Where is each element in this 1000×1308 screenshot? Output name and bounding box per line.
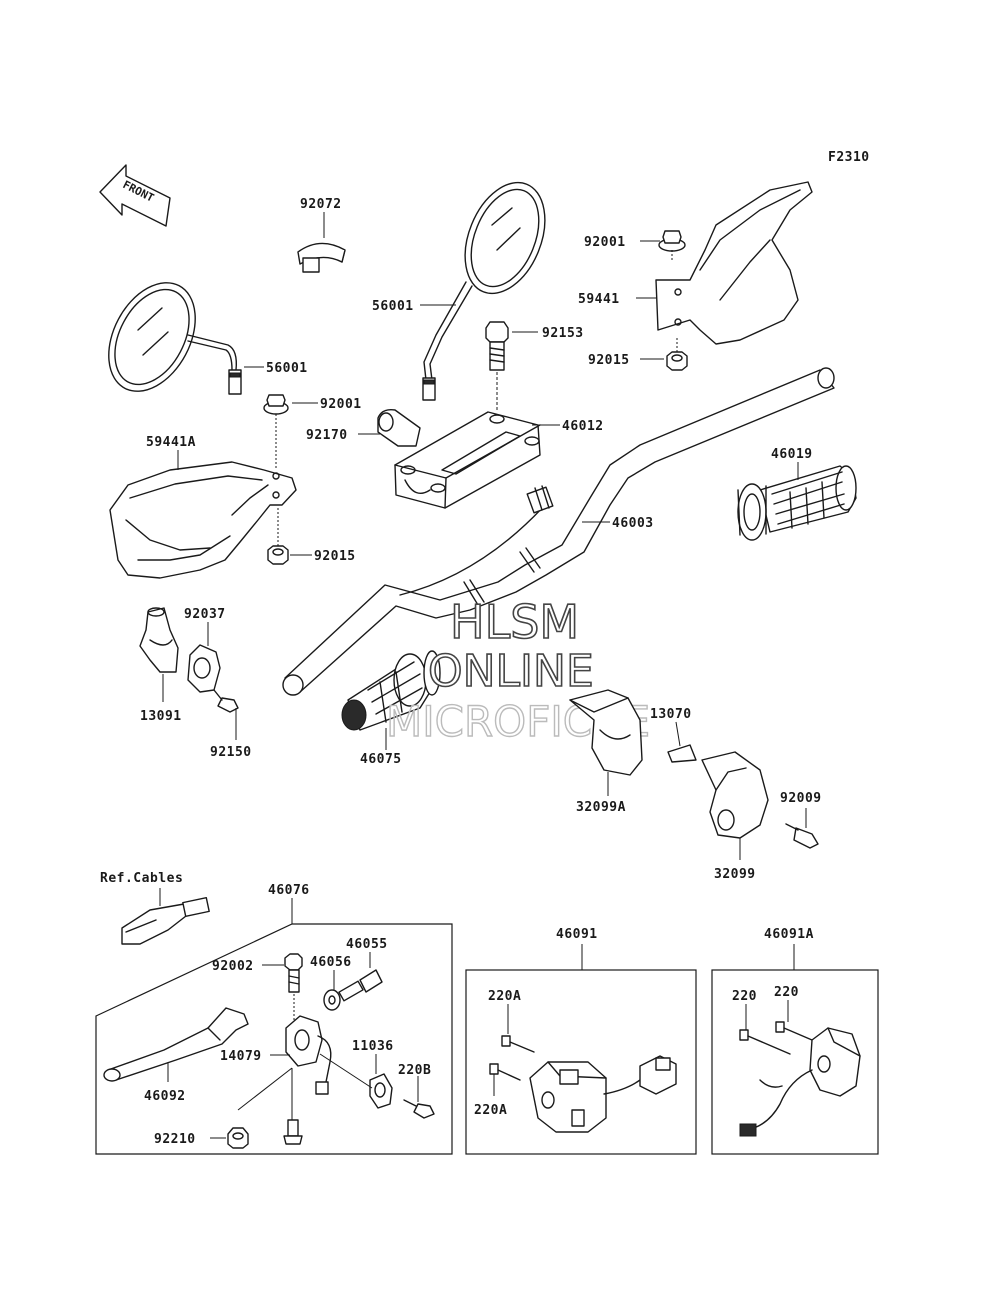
part-46056-knob[interactable]: [323, 989, 341, 1011]
part-46091-switch[interactable]: [529, 1055, 677, 1133]
front-arrow-icon: FRONT: [99, 164, 171, 227]
part-220-right-screw[interactable]: [775, 1021, 813, 1041]
label-92001-right[interactable]: 92001: [584, 235, 626, 250]
part-46055-adjuster[interactable]: [338, 969, 383, 1002]
watermark-line1: HLSM: [450, 595, 579, 649]
label-46091A[interactable]: 46091A: [764, 927, 814, 942]
label-59441[interactable]: 59441: [578, 292, 620, 307]
part-59441A-hand-guard[interactable]: [109, 461, 297, 579]
diagram-code: F2310: [828, 150, 870, 165]
part-32099-housing[interactable]: [701, 751, 769, 839]
part-46075-left-grip[interactable]: [341, 650, 441, 731]
label-56001-right[interactable]: 56001: [372, 299, 414, 314]
part-13070-plate[interactable]: [667, 744, 697, 763]
part-92170-clamp[interactable]: [377, 408, 421, 447]
part-lower-bolt: [283, 1119, 303, 1145]
label-220B[interactable]: 220B: [398, 1063, 431, 1078]
label-13091[interactable]: 13091: [140, 709, 182, 724]
part-92002-bolt[interactable]: [284, 953, 303, 1020]
part-46019-right-grip[interactable]: [737, 465, 857, 541]
label-13070[interactable]: 13070: [650, 707, 692, 722]
part-92150-screw[interactable]: [213, 689, 239, 713]
label-32099[interactable]: 32099: [714, 867, 756, 882]
label-32099A[interactable]: 32099A: [576, 800, 626, 815]
label-46055[interactable]: 46055: [346, 937, 388, 952]
part-46012-holder[interactable]: [394, 411, 541, 509]
label-92001-left[interactable]: 92001: [320, 397, 362, 412]
label-92037[interactable]: 92037: [184, 607, 226, 622]
label-92153[interactable]: 92153: [542, 326, 584, 341]
part-220-left-screw[interactable]: [739, 1029, 791, 1055]
part-92072-clamp[interactable]: [297, 242, 346, 273]
label-11036[interactable]: 11036: [352, 1039, 394, 1054]
label-59441A[interactable]: 59441A: [146, 435, 196, 450]
label-92015-right[interactable]: 92015: [588, 353, 630, 368]
part-56001-right-mirror[interactable]: [422, 171, 560, 401]
watermark: HLSM ONLINE MICROFICHE: [385, 594, 651, 747]
label-46056[interactable]: 46056: [310, 955, 352, 970]
part-92001-right-bolt[interactable]: [658, 230, 686, 262]
part-220A-top-screw[interactable]: [501, 1035, 535, 1053]
label-220A-bottom[interactable]: 220A: [474, 1103, 507, 1118]
part-13091-holder[interactable]: [139, 607, 179, 673]
part-220B-screw[interactable]: [403, 1099, 435, 1119]
part-11036-clamp[interactable]: [369, 1073, 393, 1109]
group-box-46091A: [711, 969, 879, 1155]
part-92015-left-nut[interactable]: [267, 508, 289, 565]
label-ref-cables[interactable]: Ref.Cables: [100, 871, 183, 886]
part-46003-handlebar[interactable]: [282, 367, 835, 696]
label-220-left[interactable]: 220: [732, 989, 757, 1004]
label-14079[interactable]: 14079: [220, 1049, 262, 1064]
label-92150[interactable]: 92150: [210, 745, 252, 760]
watermark-line2: ONLINE: [428, 646, 594, 697]
part-92153-bolt[interactable]: [485, 321, 509, 412]
part-92015-right-nut[interactable]: [666, 338, 688, 371]
label-46092[interactable]: 46092: [144, 1089, 186, 1104]
part-59441-hand-guard[interactable]: [655, 181, 813, 345]
label-92072[interactable]: 92072: [300, 197, 342, 212]
label-46003[interactable]: 46003: [612, 516, 654, 531]
part-92009-screw[interactable]: [785, 823, 819, 849]
label-92002[interactable]: 92002: [212, 959, 254, 974]
label-220-right[interactable]: 220: [774, 985, 799, 1000]
group-box-46076: [95, 923, 453, 1155]
part-46092-lever[interactable]: [103, 1007, 249, 1082]
label-92210[interactable]: 92210: [154, 1132, 196, 1147]
label-46091[interactable]: 46091: [556, 927, 598, 942]
label-92170[interactable]: 92170: [306, 428, 348, 443]
part-92210-nut[interactable]: [227, 1127, 249, 1149]
part-92001-left-bolt[interactable]: [263, 394, 289, 470]
part-14079-holder[interactable]: [285, 1015, 332, 1095]
label-92009[interactable]: 92009: [780, 791, 822, 806]
part-220A-bottom-screw[interactable]: [489, 1063, 521, 1081]
label-56001-left[interactable]: 56001: [266, 361, 308, 376]
label-46075[interactable]: 46075: [360, 752, 402, 767]
group-box-46091: [465, 969, 697, 1155]
part-56001-left-mirror[interactable]: [91, 268, 242, 406]
part-32099A-housing[interactable]: [569, 689, 643, 776]
label-46076[interactable]: 46076: [268, 883, 310, 898]
part-ref-cable-end: [121, 896, 210, 945]
label-46012[interactable]: 46012: [562, 419, 604, 434]
part-46091A-switch[interactable]: [739, 1027, 861, 1137]
label-92015-left[interactable]: 92015: [314, 549, 356, 564]
part-92037-clamp[interactable]: [187, 644, 221, 693]
label-220A-top[interactable]: 220A: [488, 989, 521, 1004]
label-46019[interactable]: 46019: [771, 447, 813, 462]
